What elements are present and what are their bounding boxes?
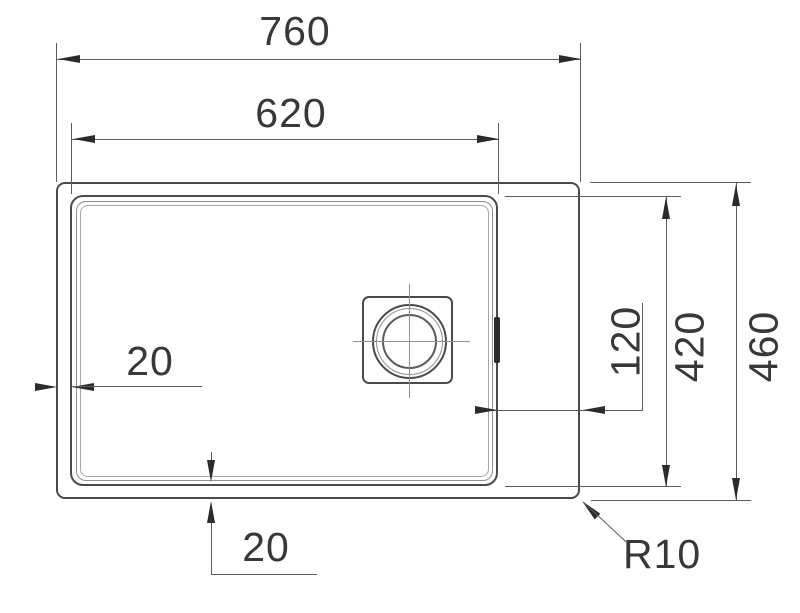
dim-120-leader-shoulder: [642, 303, 643, 411]
dim-460-line: [736, 183, 737, 500]
dim-760-label: 760: [259, 8, 331, 54]
r10-label: R10: [623, 531, 702, 577]
dim-420-label: 420: [666, 310, 713, 383]
dim-460-label: 460: [740, 310, 787, 383]
dim-20-left-line: [72, 386, 202, 387]
outer-rim-rect: [56, 182, 580, 499]
dim-420-ext-line-bottom: [505, 486, 681, 487]
dim-760-arrow-left: [58, 55, 80, 63]
dim-20-bottom-label: 20: [242, 524, 290, 570]
dim-620-line: [72, 139, 499, 140]
dim-120-line: [476, 410, 643, 411]
drain-centerline-horizontal: [353, 341, 470, 342]
dim-620-label: 620: [255, 90, 327, 136]
dim-20-bottom-arrow-down: [207, 460, 215, 482]
dim-20-bottom-arrow-up: [207, 501, 215, 523]
dim-460-arrow-bottom: [732, 478, 740, 500]
dim-760-ext-line-right: [580, 43, 581, 182]
dim-620-ext-line-left: [71, 123, 72, 194]
dim-460-ext-line-bottom: [591, 500, 751, 501]
dim-760-ext-line-left: [56, 43, 57, 182]
dim-420-arrow-bottom: [662, 465, 670, 487]
dim-420-arrow-top: [662, 197, 670, 219]
dim-760-line: [57, 59, 581, 60]
dim-460-arrow-top: [732, 184, 740, 206]
dim-620-arrow-left: [73, 135, 95, 143]
dim-120-arrow-left: [475, 406, 497, 414]
dim-20-bottom-shoulder: [211, 574, 317, 575]
drain-square: [362, 296, 453, 384]
dim-120-arrow-right: [583, 406, 605, 414]
dim-20-left-outside-arrow: [35, 383, 57, 391]
r10-leader-line: [583, 502, 627, 543]
dim-420-line: [666, 196, 667, 487]
dim-20-bottom-stem-top: [211, 452, 212, 460]
dim-20-bottom-stem: [211, 523, 212, 575]
dim-620-arrow-right: [477, 135, 499, 143]
dim-620-ext-line-right: [498, 123, 499, 194]
dim-20-left-inside-arrow: [72, 383, 94, 391]
dim-20-left-label: 20: [126, 338, 174, 384]
dim-420-ext-line-top: [505, 196, 681, 197]
dim-760-arrow-right: [559, 55, 581, 63]
dim-120-label: 120: [602, 305, 649, 378]
tub-inner-profile-line-1: [76, 201, 493, 481]
overflow-slot-marking: [494, 317, 500, 363]
tub-inner-profile-line-2: [80, 205, 489, 477]
dim-460-ext-line-top: [590, 182, 751, 183]
